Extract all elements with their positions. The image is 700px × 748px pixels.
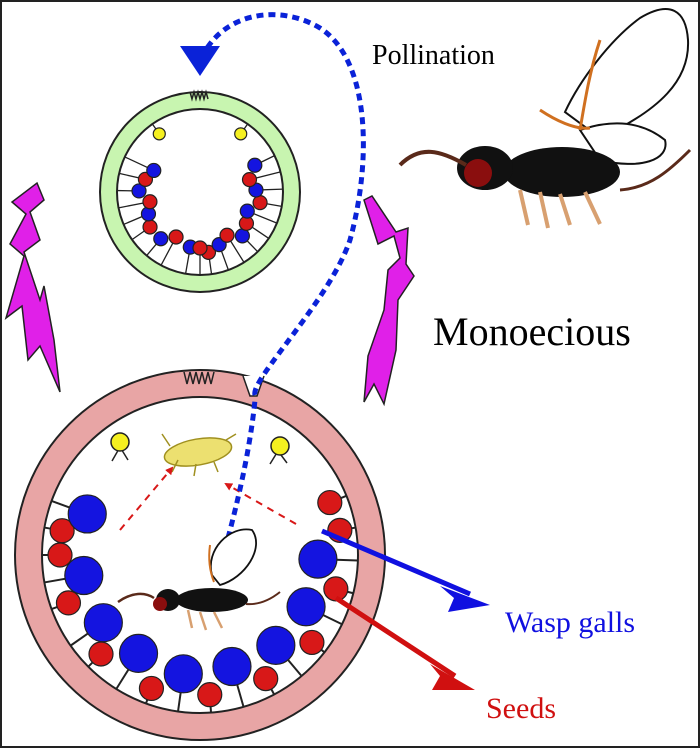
- seed-flower: [138, 675, 165, 702]
- gall-flower: [64, 555, 104, 596]
- monoecious-label: Monoecious: [433, 309, 631, 354]
- mature-fig-flowers: [42, 489, 358, 713]
- seed-flower: [142, 219, 158, 235]
- gall-flower: [83, 603, 123, 643]
- seed-flower: [47, 542, 73, 568]
- receptive-fig-flowers: [117, 123, 283, 275]
- wasp-galls-arrow: [321, 528, 490, 612]
- seed-flower: [241, 172, 258, 188]
- seeds-arrow: [334, 595, 475, 690]
- seeds-label: Seeds: [486, 692, 556, 725]
- gall-flower: [239, 203, 255, 219]
- seed-flower: [197, 682, 223, 708]
- seed-flower: [192, 240, 208, 256]
- gall-flower: [131, 183, 147, 199]
- gall-flower: [67, 494, 107, 534]
- gall-flower: [212, 646, 252, 687]
- mature-fig-ostiole: [183, 371, 215, 385]
- receptive-fig-ostiole: [189, 89, 209, 102]
- gall-flower: [256, 625, 296, 665]
- gall-flower: [298, 539, 338, 579]
- cycle-arrow-up: [363, 195, 415, 407]
- seed-flower: [317, 489, 343, 516]
- male-flower: [110, 432, 130, 452]
- receptive-fig: [99, 89, 301, 293]
- male-flower: [152, 127, 166, 141]
- gall-flower: [153, 231, 169, 247]
- gall-flower: [163, 654, 203, 694]
- seed-flower: [49, 518, 75, 544]
- dispersal-arrowhead: [180, 46, 220, 76]
- fig-wasp-illustration: [398, 8, 692, 229]
- seed-flower: [142, 194, 158, 210]
- mature-fig: [14, 369, 386, 741]
- wasp-galls-label: Wasp galls: [505, 606, 636, 639]
- male-flower: [270, 436, 290, 456]
- emergence-arrow-left: [119, 466, 174, 531]
- seed-flower: [168, 229, 184, 245]
- pollinator-wasp-inside-fig: [117, 528, 281, 631]
- seed-flower: [253, 666, 279, 692]
- gall-flower: [234, 228, 250, 244]
- gall-flower: [118, 633, 159, 673]
- pollination-label: Pollination: [372, 40, 495, 71]
- seed-flower: [55, 590, 82, 616]
- cycle-arrow-down: [4, 181, 61, 393]
- seed-flower: [299, 629, 325, 656]
- gall-flower: [286, 587, 326, 627]
- seed-flower: [219, 227, 235, 243]
- pollinator-dispersal-path: [197, 12, 366, 396]
- gall-flower: [247, 157, 263, 173]
- seed-flower: [88, 641, 114, 667]
- gall-flower: [146, 162, 162, 179]
- seed-flower: [252, 194, 268, 211]
- seed-flower: [323, 576, 349, 602]
- male-flower: [234, 127, 248, 141]
- male-flowers: [110, 432, 290, 465]
- wasp-larva: [161, 433, 237, 477]
- wasp-exit-path: [225, 399, 258, 539]
